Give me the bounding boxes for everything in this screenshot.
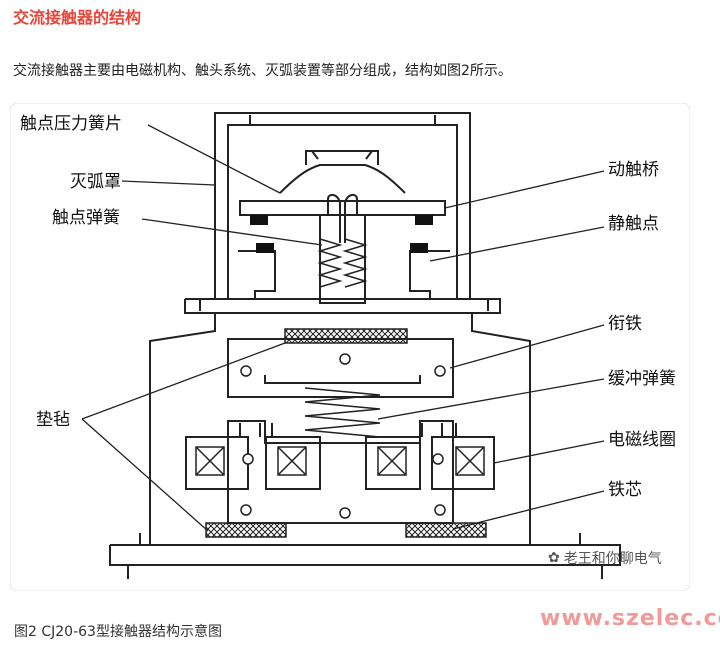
site-watermark: www.szelec.cc bbox=[540, 606, 720, 631]
felt-pad-top bbox=[284, 328, 408, 344]
contact-spring bbox=[317, 238, 343, 288]
label-coil: 电磁线圈 bbox=[608, 430, 676, 450]
felt-pad-right bbox=[405, 522, 487, 538]
iron-core bbox=[227, 420, 454, 524]
label-arc-chute: 灭弧罩 bbox=[70, 172, 121, 192]
figure-caption: 图2 CJ20-63型接触器结构示意图 bbox=[14, 624, 222, 640]
buffer-spring bbox=[304, 387, 381, 438]
watermark-text: 老王和你聊电气 bbox=[563, 551, 662, 567]
felt-pad-left bbox=[205, 522, 287, 538]
contactor-diagram: 触点压力簧片 灭弧罩 触点弹簧 垫毡 动触桥 静触点 衔铁 缓冲弹簧 电磁线圈 … bbox=[9, 102, 691, 592]
contactor-diagram-svg: 触点压力簧片 灭弧罩 触点弹簧 垫毡 动触桥 静触点 衔铁 缓冲弹簧 电磁线圈 … bbox=[9, 102, 691, 592]
label-iron-core: 铁芯 bbox=[608, 480, 642, 500]
label-contact-spring: 触点弹簧 bbox=[52, 208, 120, 228]
label-contact-pressure-spring-plate: 触点压力簧片 bbox=[20, 114, 122, 134]
base-plate bbox=[109, 544, 621, 566]
label-static-contact: 静触点 bbox=[608, 214, 659, 234]
label-armature: 衔铁 bbox=[608, 314, 642, 334]
label-moving-contact-bridge: 动触桥 bbox=[608, 160, 659, 180]
wechat-watermark: ✿ 老王和你聊电气 bbox=[548, 548, 662, 568]
arc-chute bbox=[214, 112, 471, 299]
intro-paragraph: 交流接触器主要由电磁机构、触头系统、灭弧装置等部分组成，结构如图2所示。 bbox=[13, 63, 512, 79]
wechat-icon: ✿ bbox=[548, 550, 560, 566]
label-felt-pad: 垫毡 bbox=[36, 410, 70, 430]
section-heading: 交流接触器的结构 bbox=[13, 8, 142, 27]
label-buffer-spring: 缓冲弹簧 bbox=[608, 369, 676, 389]
